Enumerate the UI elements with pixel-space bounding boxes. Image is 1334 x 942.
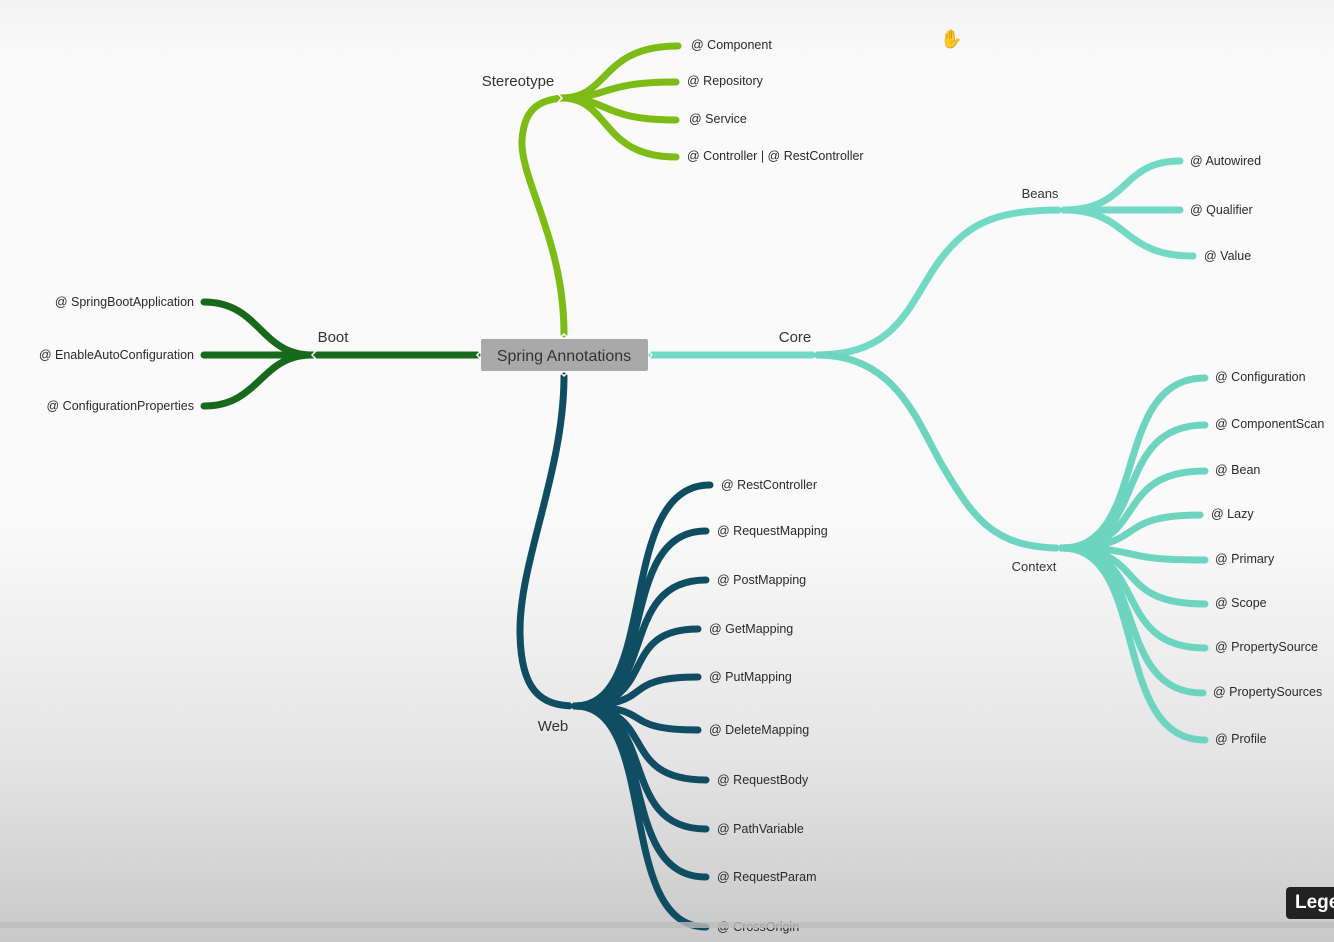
web-leaf[interactable]: @ RequestBody — [717, 773, 809, 787]
hand-pointer-icon: ✋ — [940, 29, 963, 49]
boot-leaf-line — [200, 351, 316, 410]
context-label[interactable]: Context — [1012, 559, 1057, 574]
mind-map-edges — [200, 42, 1209, 931]
web-leaf[interactable]: @ RestController — [721, 478, 817, 492]
web-leaf[interactable]: @ PutMapping — [709, 670, 792, 684]
horizontal-scrollbar[interactable] — [0, 922, 1334, 928]
root-right-toggle[interactable] — [647, 350, 654, 360]
beans-leaf[interactable]: @ Value — [1204, 249, 1251, 263]
boot-leaf[interactable]: @ EnableAutoConfiguration — [39, 348, 194, 362]
context-leaf[interactable]: @ Bean — [1215, 463, 1260, 477]
stereotype-leaf-line — [558, 94, 680, 161]
root-up-toggle[interactable] — [559, 332, 569, 339]
context-leaf-line — [1058, 544, 1209, 744]
beans-leaf-line — [1060, 157, 1184, 214]
mind-map-labels: Stereotype @ Component @ Repository @ Servi… — [39, 38, 1324, 934]
web-leaf[interactable]: @ GetMapping — [709, 622, 793, 636]
context-leaf[interactable]: @ Scope — [1215, 596, 1267, 610]
web-label[interactable]: Web — [538, 718, 569, 735]
boot-label[interactable]: Boot — [318, 329, 350, 346]
context-leaf-line — [1058, 544, 1207, 697]
beans-leaf[interactable]: @ Qualifier — [1190, 203, 1253, 217]
context-leaf-line — [1058, 374, 1209, 552]
context-leaf[interactable]: @ ComponentScan — [1215, 417, 1324, 431]
stereotype-leaf[interactable]: @ Component — [691, 38, 772, 52]
core-label[interactable]: Core — [779, 329, 812, 346]
beans-leaf-line — [1060, 206, 1197, 260]
stereotype-leaf-line — [558, 78, 680, 102]
context-leaf[interactable]: @ Primary — [1215, 552, 1275, 566]
stereotype-leaf[interactable]: @ Controller | @ RestController — [687, 149, 864, 163]
boot-leaf[interactable]: @ SpringBootApplication — [55, 295, 194, 309]
boot-leaf[interactable]: @ ConfigurationProperties — [47, 399, 195, 413]
stereotype-expand-toggle[interactable] — [557, 93, 564, 103]
stereotype-leaf[interactable]: @ Service — [689, 112, 747, 126]
legend-button[interactable]: Legend — [1286, 887, 1334, 919]
root-node[interactable]: Spring Annotations — [481, 339, 648, 371]
context-leaf[interactable]: @ Profile — [1215, 732, 1267, 746]
web-leaf[interactable]: @ PostMapping — [717, 573, 806, 587]
context-branch-line — [814, 351, 1066, 552]
beans-branch-line — [814, 206, 1068, 359]
stereotype-label[interactable]: Stereotype — [482, 73, 555, 90]
web-leaf[interactable]: @ RequestMapping — [717, 524, 828, 538]
boot-leaf-line — [200, 298, 316, 359]
context-leaf[interactable]: @ PropertySources — [1213, 685, 1322, 699]
root-left-toggle[interactable] — [475, 350, 482, 360]
web-leaf[interactable]: @ DeleteMapping — [709, 723, 809, 737]
context-leaf[interactable]: @ PropertySource — [1215, 640, 1318, 654]
root-node-box[interactable] — [481, 339, 648, 371]
stereotype-branch-line — [518, 94, 568, 338]
web-leaf-line — [571, 702, 710, 931]
web-leaf[interactable]: @ PathVariable — [717, 822, 804, 836]
context-leaf[interactable]: @ Lazy — [1211, 507, 1254, 521]
context-leaf[interactable]: @ Configuration — [1215, 370, 1306, 384]
beans-label[interactable]: Beans — [1022, 186, 1059, 201]
root-node-label[interactable]: Spring Annotations — [497, 348, 631, 365]
root-down-toggle[interactable] — [559, 371, 569, 378]
stereotype-leaf[interactable]: @ Repository — [687, 74, 764, 88]
boot-expand-toggle[interactable] — [310, 350, 317, 360]
web-leaf[interactable]: @ RequestParam — [717, 870, 817, 884]
beans-leaf[interactable]: @ Autowired — [1190, 154, 1261, 168]
web-branch-line — [516, 372, 579, 710]
